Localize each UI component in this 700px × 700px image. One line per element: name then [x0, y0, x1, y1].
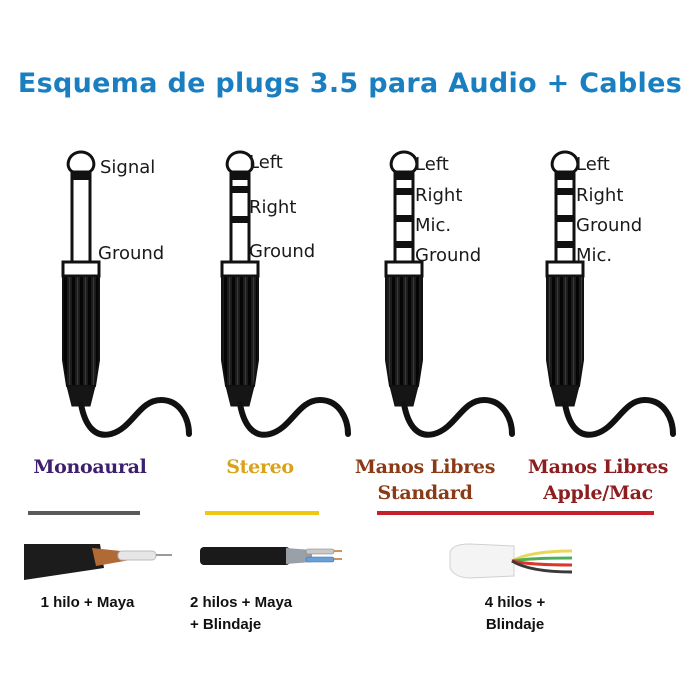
plug-handle	[385, 275, 423, 387]
cable-coax-dielectric	[117, 550, 157, 561]
plug-tip-band	[395, 172, 413, 180]
cable-four-wire-wire-4	[511, 559, 573, 574]
plug-shaft	[70, 170, 92, 266]
cable-caption-two-wire: 2 hilos + Maya + Blindaje	[190, 592, 320, 636]
plug-ring-3	[394, 241, 414, 248]
plug-collar	[220, 260, 260, 278]
plug-ring-2	[230, 216, 250, 223]
category-standard-line1: Manos Libres	[354, 456, 496, 478]
category-apple-line2: Apple/Mac	[543, 482, 653, 504]
cable-two-wire-wire2	[305, 556, 335, 563]
cable-two-wire-jacket	[200, 547, 290, 565]
plug-strain-relief	[225, 385, 255, 407]
cable-two-wire-wire1	[305, 548, 335, 555]
plug-stereo	[220, 150, 351, 438]
cable-caption-four-wire-line1: 4 hilos +	[484, 594, 546, 611]
plug-stereo-label-left: Left	[249, 152, 283, 173]
plug-ring-1	[230, 186, 250, 193]
cable-caption-four-wire: 4 hilos + Blindaje	[455, 592, 575, 636]
plug-apple-label-mic: Mic.	[576, 245, 613, 266]
category-monoaural-line: Monoaural	[33, 456, 147, 478]
plug-handle	[546, 275, 584, 387]
plug-tip	[225, 150, 255, 174]
plug-collar	[61, 260, 101, 278]
category-underline-manos-libres	[377, 511, 654, 515]
plug-tip-band	[231, 172, 249, 180]
category-standard-line2: Standard	[377, 482, 473, 504]
plug-stereo-label-ground: Ground	[249, 241, 316, 262]
category-underline-stereo	[205, 511, 319, 515]
cable-caption-coax-line: 1 hilo + Maya	[40, 594, 135, 611]
plug-ring-2	[555, 215, 575, 222]
plug-standard	[384, 150, 515, 438]
cable-caption-four-wire-line2: Blindaje	[485, 616, 545, 633]
plug-apple	[545, 150, 676, 438]
plug-strain-relief	[389, 385, 419, 407]
cable-four-wire-jacket	[449, 543, 515, 579]
plug-strain-relief	[66, 385, 96, 407]
plug-tip-band	[72, 172, 90, 180]
plug-mono-label-ground: Ground	[98, 243, 165, 264]
plug-tip	[389, 150, 419, 174]
plug-tip-band	[556, 172, 574, 180]
plug-standard-label-right: Right	[415, 185, 463, 206]
category-stereo: Stereo	[195, 454, 325, 480]
plug-apple-label-ground: Ground	[576, 215, 643, 236]
cable-two-wire-illustration	[200, 547, 342, 565]
category-apple-line1: Manos Libres	[527, 456, 669, 478]
plug-tip	[550, 150, 580, 174]
cable-caption-two-wire-line1: 2 hilos + Maya	[190, 594, 293, 611]
cable-four-wire-wire-2	[511, 556, 573, 563]
category-underline-monoaural	[28, 511, 140, 515]
plug-mono-label-signal: Signal	[100, 157, 156, 178]
plug-cable	[562, 396, 676, 438]
plug-ring-1	[555, 188, 575, 195]
plug-apple-label-right: Right	[576, 185, 624, 206]
cable-coax-illustration	[24, 544, 172, 580]
plug-cable	[237, 396, 351, 438]
cable-caption-two-wire-line2: + Blindaje	[190, 616, 262, 633]
plug-cable	[401, 396, 515, 438]
plug-stereo-label-right: Right	[249, 197, 297, 218]
plug-cable	[78, 396, 192, 438]
plug-strain-relief	[550, 385, 580, 407]
plug-ring-2	[394, 215, 414, 222]
cable-two-wire-shield	[286, 548, 312, 564]
category-manos-libres-apple: Manos Libres Apple/Mac	[518, 454, 678, 506]
plug-standard-label-left: Left	[415, 154, 449, 175]
plug-ring-3	[555, 241, 575, 248]
plug-handle	[221, 275, 259, 387]
cable-four-wire-illustration	[449, 543, 573, 579]
plug-tip	[66, 150, 96, 174]
plug-apple-label-left: Left	[576, 154, 610, 175]
plug-mono	[61, 150, 192, 438]
category-manos-libres-standard: Manos Libres Standard	[345, 454, 505, 506]
cable-coax-jacket	[24, 544, 104, 580]
category-stereo-line: Stereo	[226, 456, 294, 478]
plug-standard-label-mic: Mic.	[415, 215, 452, 236]
page-title: Esquema de plugs 3.5 para Audio + Cables	[17, 68, 683, 99]
category-monoaural: Monoaural	[20, 454, 160, 480]
plug-handle	[62, 275, 100, 387]
plug-ring-1	[394, 188, 414, 195]
cable-caption-coax: 1 hilo + Maya	[20, 592, 155, 614]
plug-standard-label-ground: Ground	[415, 245, 482, 266]
